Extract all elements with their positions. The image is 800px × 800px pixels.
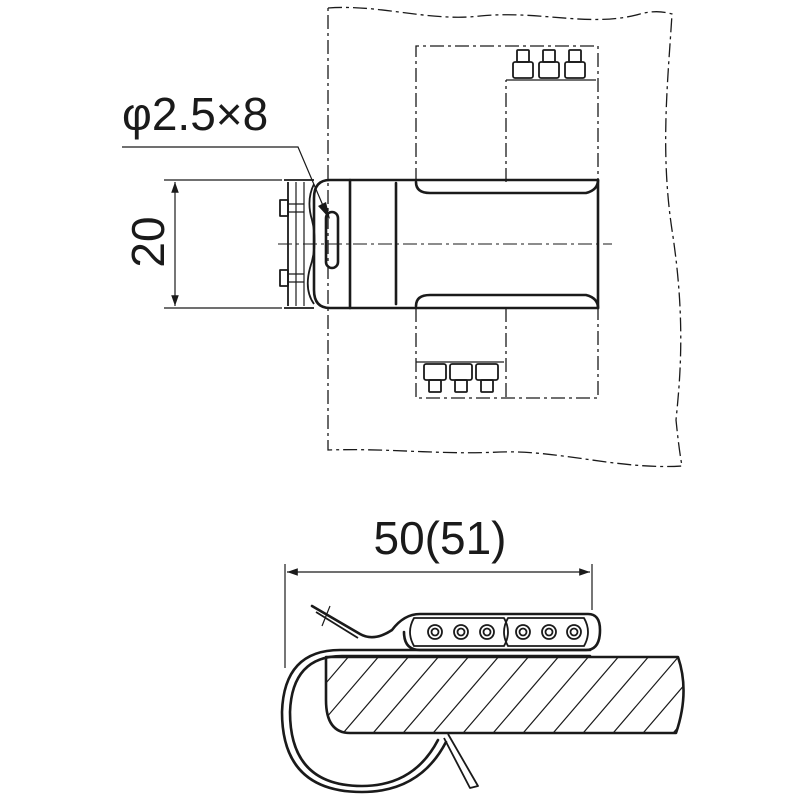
clip-body — [280, 648, 592, 794]
hole-spec-callout: φ2.5×8 — [122, 88, 330, 219]
side-view: 50(51) — [280, 512, 685, 794]
sectioned-plate — [324, 655, 685, 735]
height-dimension: 20 — [122, 179, 282, 309]
slotted-hole — [324, 210, 340, 270]
height-dim-label: 20 — [122, 216, 174, 267]
mounting-surface-outline — [327, 6, 683, 468]
hole-spec-label: φ2.5×8 — [122, 88, 268, 140]
width-dimension: 50(51) — [284, 512, 593, 668]
width-dim-label: 50(51) — [374, 512, 507, 564]
cable-cross-sections — [427, 624, 582, 640]
clamp-body — [306, 178, 600, 310]
top-cable-bundle — [415, 45, 599, 182]
top-view: 20 φ2.5×8 — [122, 6, 683, 468]
cable-tray — [310, 604, 602, 652]
bottom-cable-bundle — [415, 308, 599, 399]
